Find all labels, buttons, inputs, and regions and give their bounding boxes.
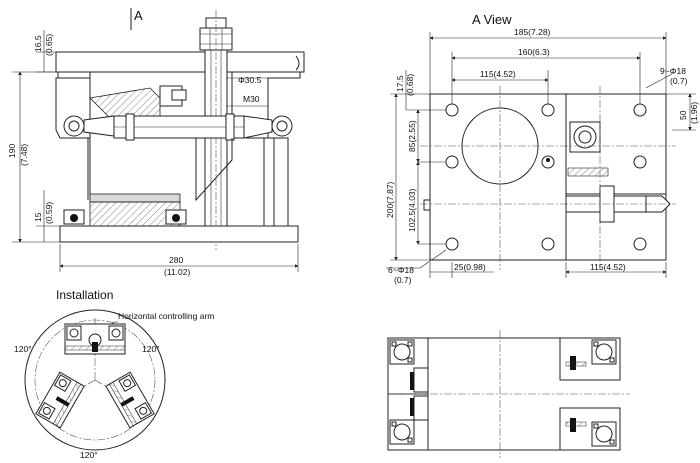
angle-label-bottom: 120° [80,450,98,460]
top-plate [55,51,305,73]
dim-85: 85(2.55) [407,120,417,152]
side-plate [195,138,233,202]
dim-11-02: (11.02) [164,267,190,277]
dim-185: 185(7.28) [514,27,551,37]
hatched-upper-block [89,87,161,119]
dim-160: 160(6.3) [518,47,550,57]
bolt-hole [633,155,647,169]
mount-module-right [105,371,155,429]
dim-190: 190 [7,144,17,158]
bolt-hole [633,237,647,251]
dim-0-59: (0.59) [44,202,54,224]
top-plate-break [295,55,300,71]
bolt-hole [445,237,459,251]
bolt-hole [633,103,647,117]
dim-m30: M30 [243,94,260,104]
dim-0-65: (0.65) [44,34,54,56]
base-plate [59,225,299,243]
section-a-elevation: A [7,8,305,277]
bolt-hole [541,103,555,117]
layout-module-tr [565,339,617,370]
dim-200: 200(7.87) [385,181,395,218]
vessel-outline [24,309,166,451]
bolt-hole [445,155,459,169]
dim-0-68: (0.68) [405,74,415,96]
dim-holes6-in: (0.7) [394,275,412,285]
bolt-hole [541,155,555,169]
dim-50: 50 [678,110,688,120]
installation-diagram: Installation Horizontal controlling arm [14,288,214,460]
layout-module-bl [389,395,429,445]
installation-label: Installation [56,288,113,302]
dim-280: 280 [169,255,183,265]
dim-holes9-in: (0.7) [670,76,688,86]
a-view-bolt-holes [445,103,647,251]
layout-plan [387,330,630,458]
a-view-nut [569,121,601,153]
mount-module-top [64,323,126,355]
layout-module-tl [389,339,429,393]
load-cell-top [89,193,181,203]
dim-16-5: 16.5 [33,35,43,52]
bolt-hole [445,103,459,117]
horizontal-arm-label: Horizontal controlling arm [118,311,214,321]
dim-102-5: 102.5(4.03) [407,188,417,232]
mount-module-left [35,371,85,429]
dim-phi30-5: Φ30.5 [238,75,262,85]
bolt-hole [541,237,555,251]
dim-7-48: (7.48) [19,144,29,166]
angle-label-right: 120° [142,344,160,354]
layout-module-br [565,418,617,447]
dim-115-bot: 115(4.52) [590,262,626,272]
dim-15: 15 [33,212,43,222]
right-upright [263,137,289,227]
dim-25: 25(0.98) [454,262,486,272]
section-a-label: A [134,8,143,23]
dim-holes6: 6~Φ18 [388,265,414,275]
left-upper-bracket [57,71,91,79]
dim-1-96: (1.96) [689,102,699,124]
dim-17-5: 17.5 [395,75,405,92]
dim-holes9: 9~Φ18 [660,66,686,76]
a-view-outline [429,93,667,261]
angle-label-left: 120° [14,344,32,354]
a-view-plan: A View [385,12,699,285]
dim-115-top: 115(4.52) [480,69,516,79]
a-view-label: A View [472,12,512,27]
